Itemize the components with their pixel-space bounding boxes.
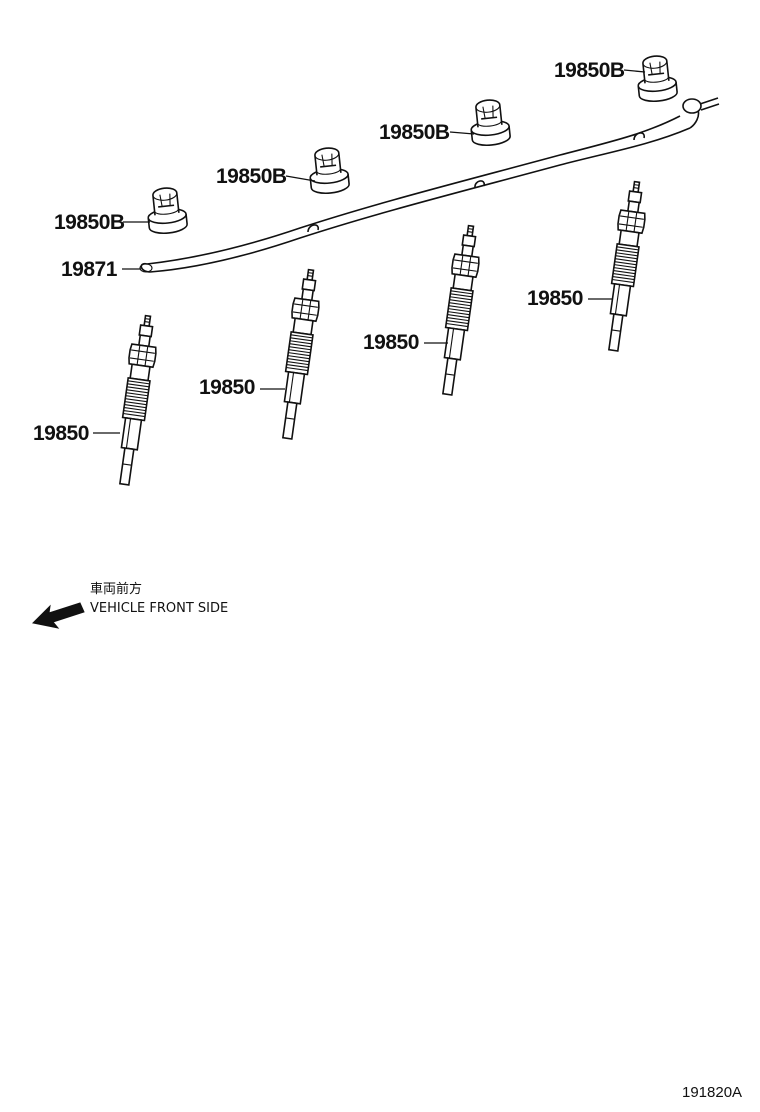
glow-plug-1 [110,313,162,487]
label-busbar: 19871 [61,258,118,281]
busbar-19871 [139,97,720,273]
label-plug-4: 19850 [527,287,583,310]
cap-19850b-3 [467,97,512,148]
label-cap-4: 19850B [554,59,625,82]
label-plug-2: 19850 [199,376,255,399]
cap-19850b-2 [306,145,351,196]
label-plug-1: 19850 [33,422,89,445]
label-plug-3: 19850 [363,331,419,354]
glow-plug-3 [433,223,485,397]
leader-lines [93,69,646,434]
glow-plug-2 [273,267,325,441]
label-cap-1: 19850B [54,211,125,234]
vehicle-front-note: 車両前方 VEHICLE FRONT SIDE [31,581,228,629]
arrow-left-icon [31,602,85,629]
note-english: VEHICLE FRONT SIDE [90,601,228,616]
label-cap-3: 19850B [379,121,450,144]
cap-19850b-4 [634,53,679,104]
note-japanese: 車両前方 [90,581,142,597]
label-cap-2: 19850B [216,165,287,188]
glow-plug-4 [599,179,651,353]
diagram-code: 191820A [682,1084,742,1101]
cap-19850b-1 [144,185,189,236]
